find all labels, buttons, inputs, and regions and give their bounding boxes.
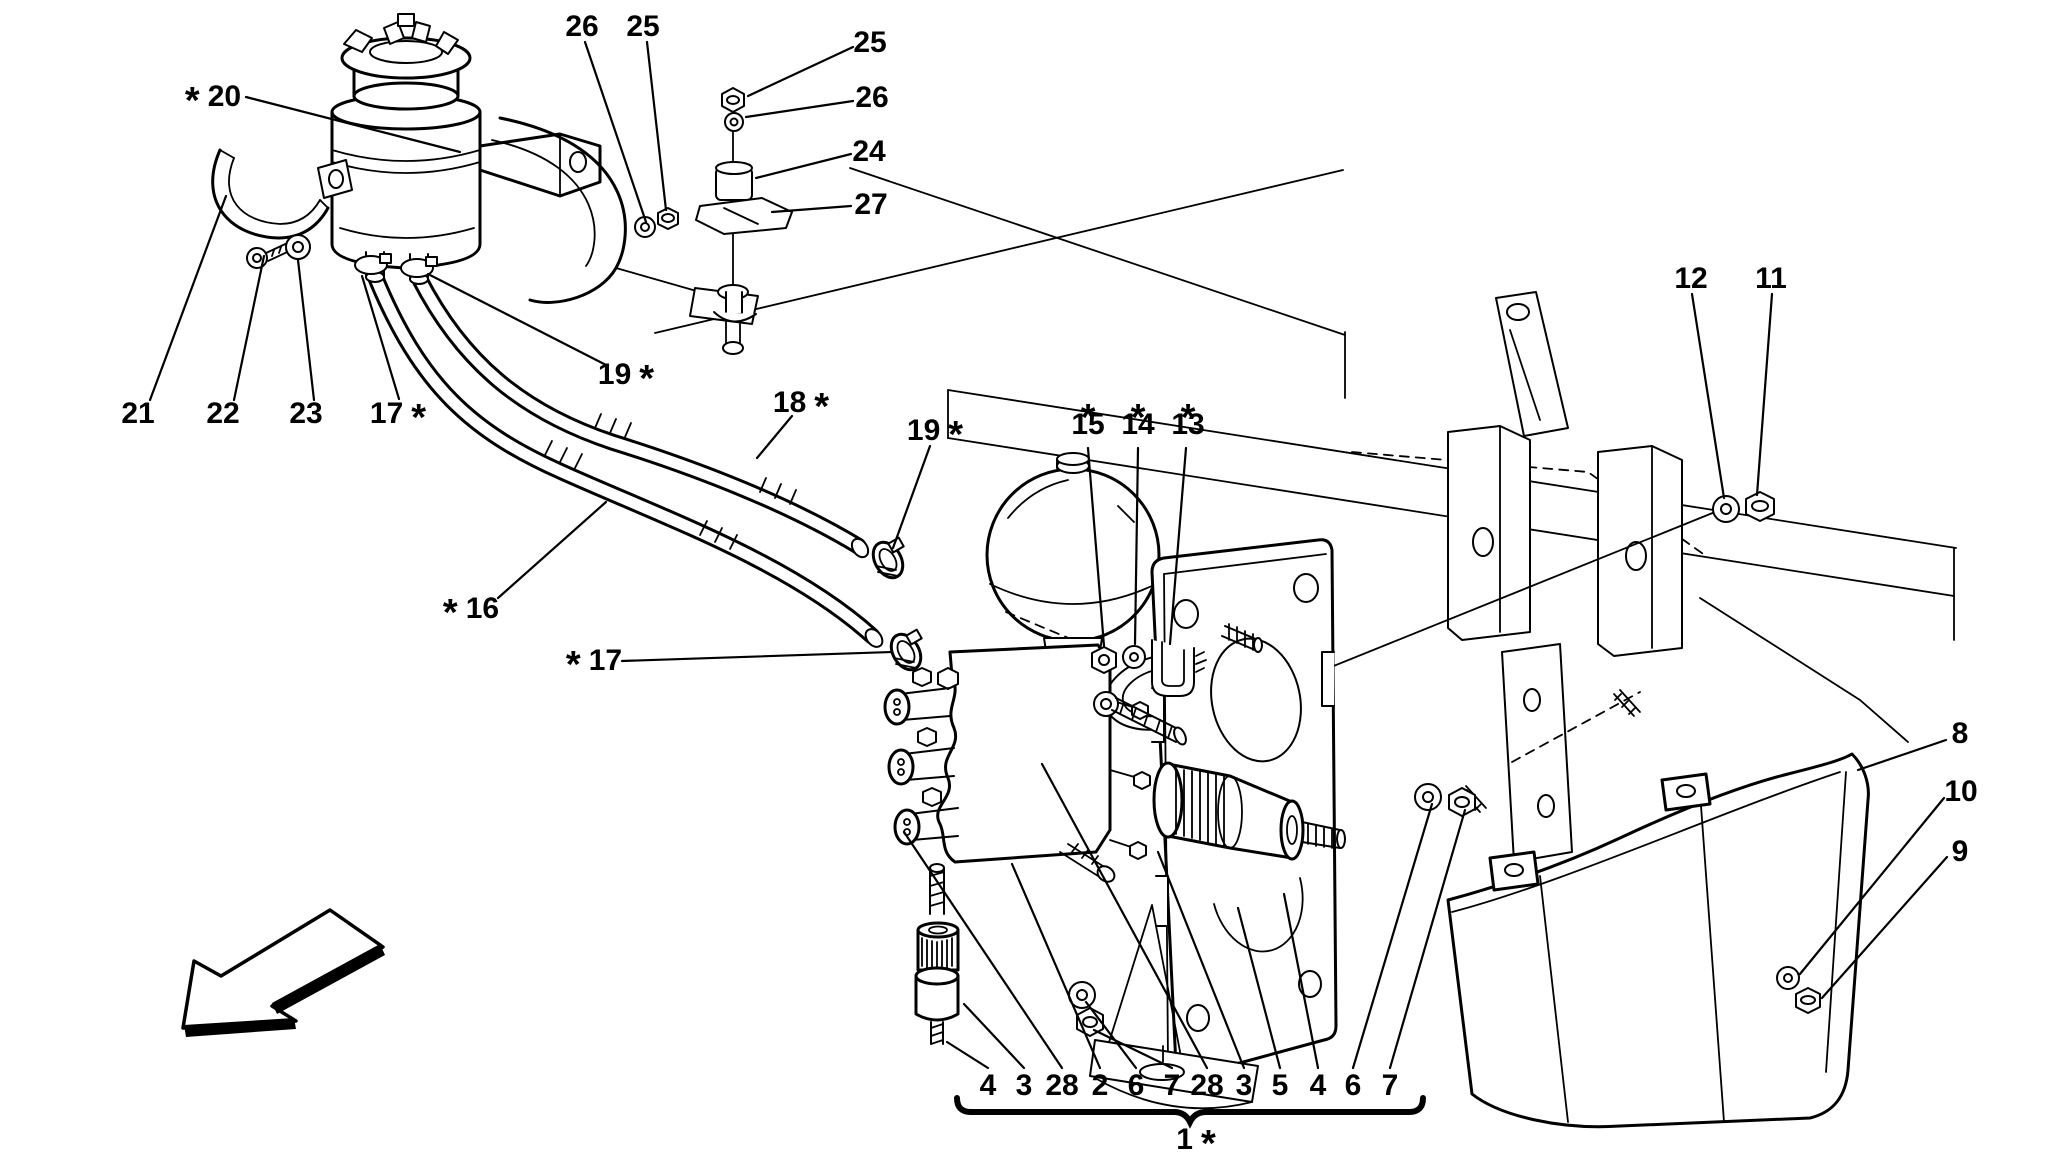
callout-25-top: 25 [626,10,660,43]
callout-22: 22 [206,397,240,430]
washer-10-nut-9 [1776,966,1821,1014]
callout-12: 12 [1674,262,1708,295]
callout-18: 18* [772,386,830,428]
group-brace [954,1095,1426,1129]
callout-19-sphere: 19* [906,414,964,456]
hose-clamp-17 [354,253,392,275]
clamp-band [211,148,353,240]
direction-arrow-icon [181,908,385,1037]
callout-9: 9 [1951,835,1969,868]
damper-cylinder [1152,761,1346,861]
callout-8: 8 [1951,717,1969,750]
callout-20: *20 [184,80,242,122]
callout-25-right: 25 [853,26,887,59]
callout-7a: 7 [1163,1069,1181,1102]
solenoid-valves [883,667,959,846]
callout-15: *15 [1071,397,1105,441]
callout-1-group: 1* [1176,1123,1216,1157]
callout-4b: 4 [1309,1069,1327,1102]
callout-24: 24 [852,135,886,168]
callout-14: *14 [1121,397,1155,441]
callout-6b: 6 [1344,1069,1362,1102]
frame-mount-block-left [1447,425,1531,641]
plate-foot [1068,904,1259,1110]
washer-12-nut-11 [1712,491,1775,523]
callout-28a: 28 [1045,1069,1079,1102]
hose-clamp-17-mid [889,628,923,672]
callout-16: *16 [442,592,500,634]
callout-19-mid: 19* [597,358,655,400]
cover-shield [1446,752,1870,1129]
callout-6a: 6 [1127,1069,1145,1102]
callout-3a: 3 [1015,1069,1033,1102]
callout-10: 10 [1944,775,1978,808]
hardware-cluster [1091,623,1263,746]
callout-17-mid: *17 [565,644,623,686]
callout-26-top: 26 [565,10,599,43]
rubber-mount-stack [914,863,960,1045]
valve-block [883,643,1151,883]
callout-17-left: 17* [369,397,427,439]
callout-11: 11 [1755,262,1787,295]
callout-28b: 28 [1190,1069,1224,1102]
callout-23: 23 [289,397,323,430]
hose-clamp-19 [400,256,438,278]
callout-26-right: 26 [855,81,889,114]
reservoir-mount-hardware [634,87,793,323]
callout-4a: 4 [979,1069,997,1102]
chassis-frame [654,167,1957,863]
frame-strut [1501,643,1573,863]
accumulator-sphere [985,452,1161,665]
callout-21: 21 [121,397,155,430]
frame-mount-block-right [1597,445,1683,657]
callout-27: 27 [854,188,888,221]
frame-arm-bracket [1495,291,1569,437]
hose-clamp-19-sphere [871,536,905,580]
hoses [366,267,884,648]
plate-side-hardware [1414,783,1476,817]
leader-lines [148,40,1949,1070]
callout-13: *13 [1171,397,1205,441]
callout-3b: 3 [1235,1069,1253,1102]
callout-2: 2 [1091,1069,1109,1102]
washer-23 [285,234,311,260]
callout-7b: 7 [1381,1069,1399,1102]
callout-5: 5 [1271,1069,1289,1102]
